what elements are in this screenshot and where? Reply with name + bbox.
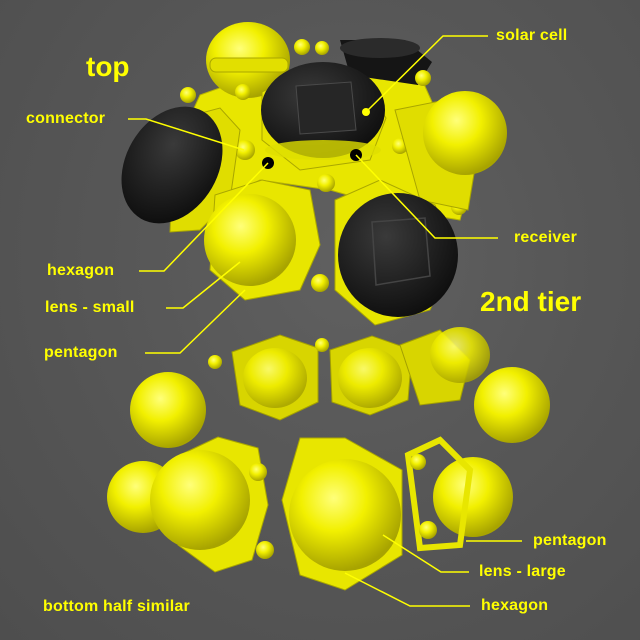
note-bottom-half-similar: bottom half similar [43, 598, 190, 615]
second-tier-assembly [107, 327, 550, 591]
label-connector: connector [26, 110, 106, 127]
leader-solar-cell [365, 35, 488, 113]
hexagon-front-large-lens [281, 437, 403, 591]
dome-right-upper [474, 367, 550, 443]
leader-connector [128, 118, 245, 151]
dome-right-lower [433, 457, 513, 537]
leader-hexagon-top [139, 162, 269, 272]
label-pentagon-top: pentagon [44, 344, 118, 361]
label-solar-cell: solar cell [496, 27, 568, 44]
pentagon-frame-right [404, 436, 474, 552]
hexagon-small-lens [204, 179, 321, 301]
leader-receiver [355, 154, 498, 239]
section-title-second-tier: 2nd tier [480, 286, 582, 317]
hexagon-black-disc [334, 179, 458, 326]
label-hexagon-bottom: hexagon [481, 597, 549, 614]
label-lens-small: lens - small [45, 299, 135, 316]
section-title-top: top [86, 51, 130, 82]
label-pentagon-bottom: pentagon [533, 532, 607, 549]
lens-dome-right [394, 91, 507, 211]
leader-pentagon-top [145, 289, 246, 354]
label-hexagon-top: hexagon [47, 262, 115, 279]
lens-dome-top-left [206, 22, 290, 98]
leader-hexagon-bottom [344, 572, 470, 607]
label-lens-large: lens - large [479, 563, 566, 580]
solar-cell-hexagon [261, 62, 387, 171]
leader-lines [128, 35, 522, 607]
label-receiver: receiver [514, 229, 577, 246]
top-assembly [121, 22, 507, 326]
leader-lens-large [382, 534, 469, 573]
leader-lens-small [166, 261, 241, 309]
hexagon-left-large-lens [150, 436, 269, 573]
dome-left-upper [130, 372, 206, 448]
